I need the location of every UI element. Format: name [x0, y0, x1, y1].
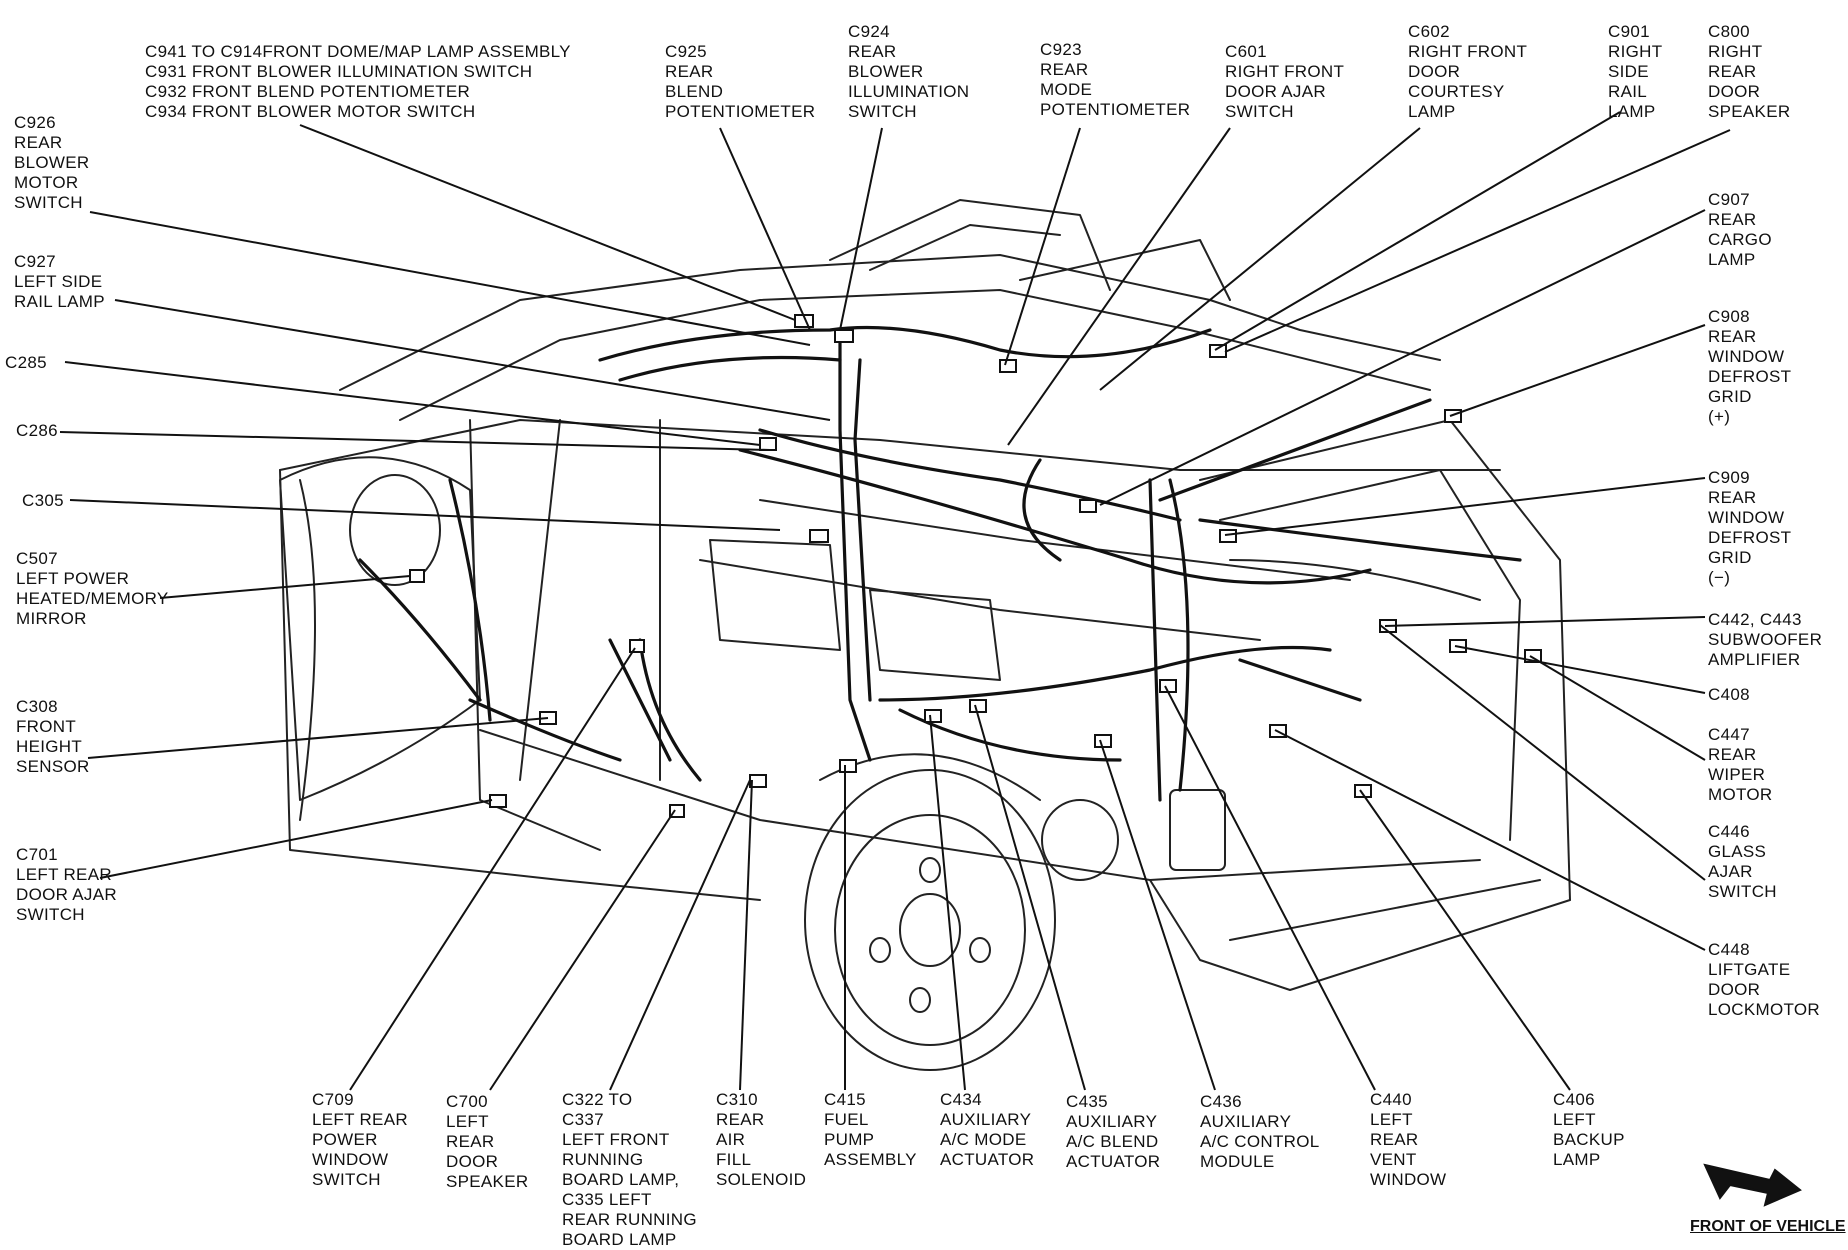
label-c507: C507 LEFT POWER HEATED/MEMORY MIRROR: [16, 549, 169, 628]
front-of-vehicle-note: FRONT OF VEHICLE: [1690, 1218, 1846, 1235]
label-c800: C800 RIGHT REAR DOOR SPEAKER: [1708, 22, 1791, 121]
label-c926: C926 REAR BLOWER MOTOR SWITCH: [14, 113, 90, 212]
label-c435: C435 AUXILIARY A/C BLEND ACTUATOR: [1066, 1092, 1161, 1171]
label-c440: C440 LEFT REAR VENT WINDOW: [1370, 1090, 1447, 1189]
label-c415: C415 FUEL PUMP ASSEMBLY: [824, 1090, 917, 1169]
label-c701: C701 LEFT REAR DOOR AJAR SWITCH: [16, 845, 117, 924]
label-c434: C434 AUXILIARY A/C MODE ACTUATOR: [940, 1090, 1035, 1169]
wiring-harness: [358, 325, 1522, 802]
label-c924: C924 REAR BLOWER ILLUMINATION SWITCH: [848, 22, 970, 121]
label-c941: C941 TO C914FRONT DOME/MAP LAMP ASSEMBLY…: [145, 42, 571, 121]
label-c305: C305: [22, 491, 64, 510]
label-c322: C322 TO C337 LEFT FRONT RUNNING BOARD LA…: [562, 1090, 697, 1249]
label-c700: C700 LEFT REAR DOOR SPEAKER: [446, 1092, 529, 1191]
label-c923: C923 REAR MODE POTENTIOMETER: [1040, 40, 1191, 119]
label-c447: C447 REAR WIPER MOTOR: [1708, 725, 1773, 804]
vehicle-body: [279, 199, 1571, 1071]
label-c908: C908 REAR WINDOW DEFROST GRID (+): [1708, 307, 1792, 426]
label-c601: C601 RIGHT FRONT DOOR AJAR SWITCH: [1225, 42, 1345, 121]
label-c408: C408: [1708, 685, 1750, 704]
label-c925: C925 REAR BLEND POTENTIOMETER: [665, 42, 816, 121]
label-c446: C446 GLASS AJAR SWITCH: [1708, 822, 1777, 901]
label-c448: C448 LIFTGATE DOOR LOCKMOTOR: [1708, 940, 1820, 1019]
connectors: [409, 314, 1542, 818]
label-c286: C286: [16, 421, 58, 440]
label-c308: C308 FRONT HEIGHT SENSOR: [16, 697, 90, 776]
label-c602: C602 RIGHT FRONT DOOR COURTESY LAMP: [1408, 22, 1528, 121]
label-c436: C436 AUXILIARY A/C CONTROL MODULE: [1200, 1092, 1320, 1171]
label-c901: C901 RIGHT SIDE RAIL LAMP: [1608, 22, 1663, 121]
label-c406: C406 LEFT BACKUP LAMP: [1553, 1090, 1625, 1169]
leader-lines: [59, 111, 1731, 1091]
label-c709: C709 LEFT REAR POWER WINDOW SWITCH: [312, 1090, 408, 1189]
label-c442: C442, C443 SUBWOOFER AMPLIFIER: [1708, 610, 1823, 669]
label-c909: C909 REAR WINDOW DEFROST GRID (−): [1708, 468, 1792, 587]
label-c285: C285: [5, 353, 47, 372]
label-c310: C310 REAR AIR FILL SOLENOID: [716, 1090, 807, 1189]
label-c927: C927 LEFT SIDE RAIL LAMP: [14, 252, 105, 311]
front-of-vehicle-arrow-icon: [1703, 1163, 1802, 1207]
label-c907: C907 REAR CARGO LAMP: [1708, 190, 1772, 269]
